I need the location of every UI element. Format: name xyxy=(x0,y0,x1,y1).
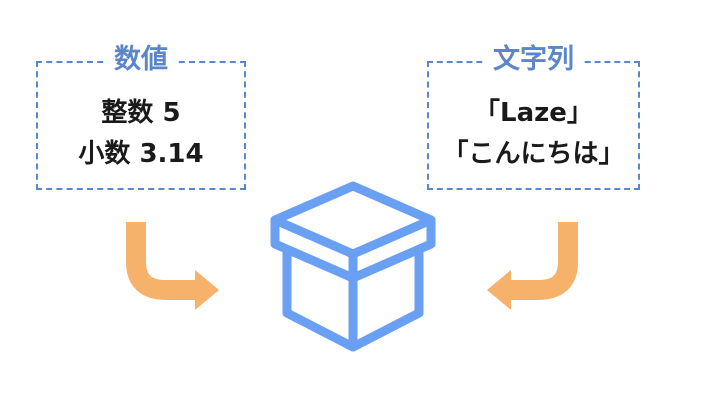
string-example-konnichiwa: 「こんにちは」 xyxy=(442,139,625,169)
numbers-panel: 数値 整数 5 小数 3.14 xyxy=(36,41,246,190)
numbers-title: 数値 xyxy=(104,41,178,79)
box-icon xyxy=(270,181,436,352)
strings-values: 「Laze」 「こんにちは」 xyxy=(429,93,638,175)
numbers-values: 整数 5 小数 3.14 xyxy=(38,93,244,175)
strings-panel: 文字列 「Laze」 「こんにちは」 xyxy=(427,41,640,190)
string-example-laze: 「Laze」 xyxy=(474,98,593,128)
integer-example: 整数 5 xyxy=(101,98,181,128)
curved-arrow-right-icon xyxy=(126,222,219,310)
strings-title: 文字列 xyxy=(483,41,584,79)
curved-arrow-left-icon xyxy=(487,222,578,310)
decimal-example: 小数 3.14 xyxy=(78,139,204,169)
